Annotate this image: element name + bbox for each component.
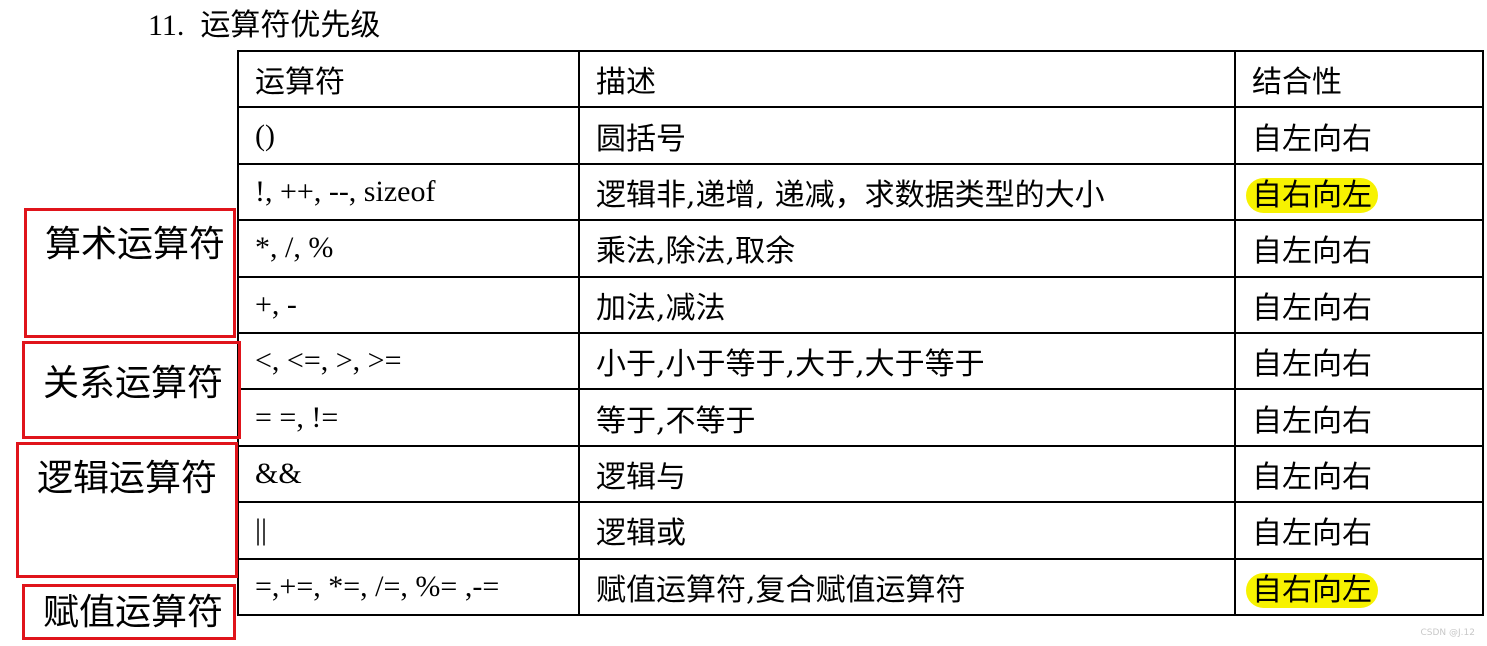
header-operator: 运算符	[237, 49, 580, 109]
associativity-cell: 自左向右	[1234, 501, 1484, 560]
operator-cell: &&	[237, 444, 580, 504]
section-heading: 11. 运算符优先级	[148, 8, 380, 44]
associativity-value: 自左向右	[1252, 347, 1372, 383]
group-box-relational: 关系运算符	[22, 341, 241, 439]
associativity-cell: 自右向左	[1234, 557, 1484, 616]
associativity-value: 自左向右	[1252, 459, 1372, 495]
description-cell: 逻辑非,递增, 递减，求数据类型的大小	[578, 162, 1236, 222]
description-cell: 等于,不等于	[578, 388, 1236, 447]
associativity-value: 自左向右	[1252, 290, 1372, 326]
group-label-logical: 逻辑运算符	[37, 458, 218, 499]
header-associativity: 结合性	[1234, 49, 1484, 109]
description-cell: 赋值运算符,复合赋值运算符	[578, 557, 1236, 616]
table-row: ()圆括号自左向右	[237, 106, 1484, 165]
associativity-cell: 自左向右	[1234, 106, 1484, 165]
associativity-value: 自左向右	[1252, 121, 1372, 157]
group-label-assignment: 赋值运算符	[43, 592, 224, 633]
group-label-arithmetic: 算术运算符	[45, 224, 226, 265]
operator-cell: = =, !=	[237, 388, 580, 447]
operator-cell: <, <=, >, >=	[237, 331, 580, 391]
operator-cell: ()	[237, 106, 580, 165]
table-row: =,+=, *=, /=, %= ,-=赋值运算符,复合赋值运算符自右向左	[237, 557, 1484, 616]
table-row: *, /, %乘法,除法,取余自左向右	[237, 219, 1484, 278]
associativity-cell: 自左向右	[1234, 388, 1484, 447]
table-row: +, -加法,减法自左向右	[237, 275, 1484, 334]
table-row: ||逻辑或自左向右	[237, 501, 1484, 560]
description-cell: 逻辑与	[578, 444, 1236, 504]
table-row: &&逻辑与自左向右	[237, 444, 1484, 504]
associativity-value: 自左向右	[1252, 234, 1372, 270]
associativity-cell: 自左向右	[1234, 219, 1484, 278]
associativity-cell: 自左向右	[1234, 444, 1484, 504]
associativity-highlighted: 自右向左	[1246, 177, 1378, 213]
table-row: <, <=, >, >=小于,小于等于,大于,大于等于自左向右	[237, 331, 1484, 391]
description-cell: 小于,小于等于,大于,大于等于	[578, 331, 1236, 391]
operator-cell: =,+=, *=, /=, %= ,-=	[237, 557, 580, 616]
operator-cell: *, /, %	[237, 219, 580, 278]
associativity-cell: 自左向右	[1234, 275, 1484, 334]
group-box-arithmetic: 算术运算符	[24, 208, 236, 338]
description-cell: 乘法,除法,取余	[578, 219, 1236, 278]
section-title: 运算符优先级	[200, 8, 381, 43]
operator-cell: !, ++, --, sizeof	[237, 162, 580, 222]
associativity-cell: 自左向右	[1234, 331, 1484, 391]
group-label-relational: 关系运算符	[43, 363, 224, 404]
operator-cell: +, -	[237, 275, 580, 334]
associativity-value: 自左向右	[1252, 403, 1372, 439]
section-number: 11.	[148, 9, 185, 42]
description-cell: 圆括号	[578, 106, 1236, 165]
group-box-logical: 逻辑运算符	[16, 442, 238, 578]
associativity-cell: 自右向左	[1234, 162, 1484, 222]
operator-cell: ||	[237, 501, 580, 560]
table-row: = =, !=等于,不等于自左向右	[237, 388, 1484, 447]
description-cell: 加法,减法	[578, 275, 1236, 334]
group-box-assignment: 赋值运算符	[22, 584, 236, 640]
header-description: 描述	[578, 49, 1236, 109]
watermark: CSDN @J.12	[1420, 628, 1476, 638]
description-cell: 逻辑或	[578, 501, 1236, 560]
table-header-row: 运算符 描述 结合性	[237, 49, 1484, 109]
associativity-highlighted: 自右向左	[1246, 572, 1378, 608]
associativity-value: 自左向右	[1252, 516, 1372, 552]
